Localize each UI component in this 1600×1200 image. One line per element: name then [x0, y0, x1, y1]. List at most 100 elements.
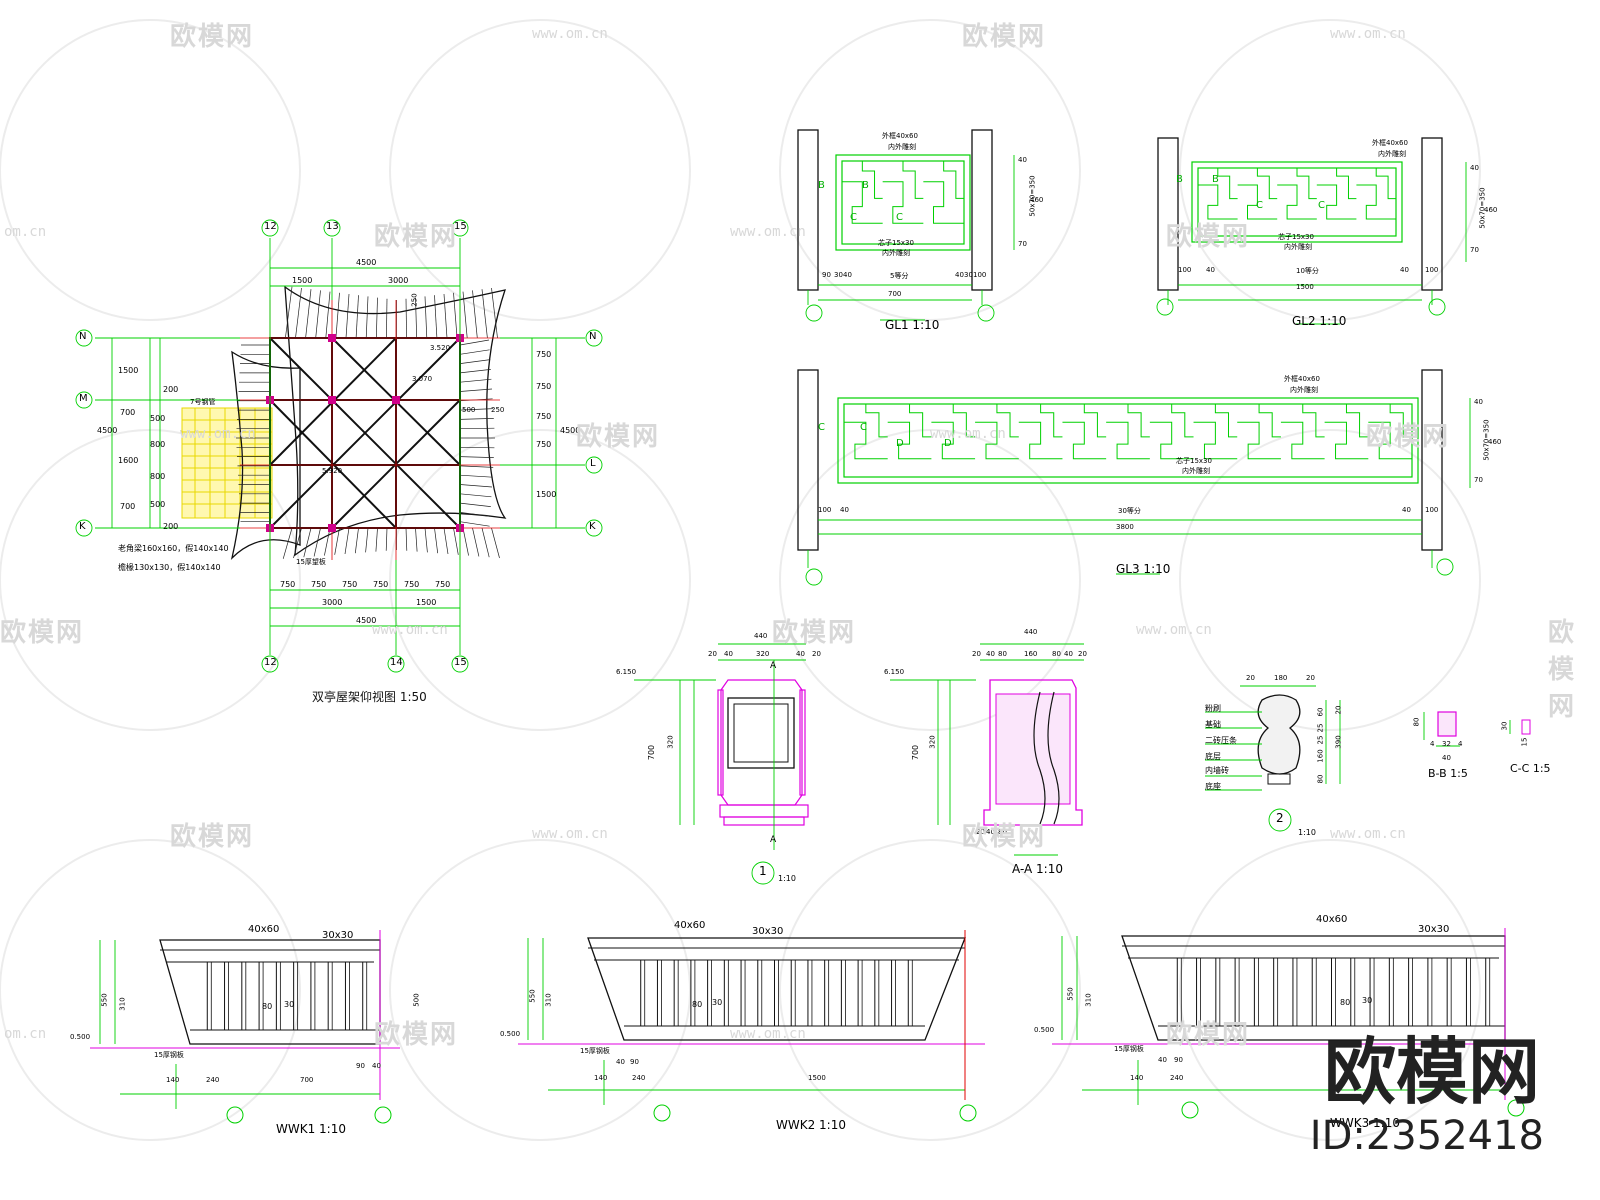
detail-aa-dim-2: 20 [972, 650, 981, 658]
roof-axis-bottom-3: 15 [454, 657, 467, 668]
roof-rafter-hatch [236, 286, 500, 559]
rafter-line [459, 418, 494, 420]
rafter-line [424, 527, 428, 553]
rafter-line [434, 295, 438, 339]
wwk1-dim-8: 40 [372, 1062, 381, 1070]
rafter-line [375, 527, 378, 552]
detail1-dim-2: 20 [708, 650, 717, 658]
gl3-dim-3: 30等分 [1118, 507, 1141, 515]
rafter-line [305, 289, 312, 339]
roof-dim-right-2: 750 [536, 382, 552, 391]
detail2-dim-8: 80 [1316, 774, 1325, 784]
lattice-segment [975, 421, 1019, 460]
wwk3-title: WWK3 1:10 [1330, 1116, 1400, 1130]
roof-dim-right-3: 750 [536, 412, 552, 421]
roof-dim-bottom-9: 4500 [356, 616, 377, 625]
lattice-segment [1345, 404, 1369, 438]
gl1-sec-2: B [862, 180, 869, 191]
lattice-segment [882, 181, 924, 224]
detail-aa-dim-5: 160 [1024, 650, 1038, 658]
roof-dim-right-6: 1500 [536, 490, 557, 499]
wwk-outline [159, 939, 381, 1045]
wwk3-dim-1: 550 [1066, 987, 1075, 1001]
rafter-line [472, 290, 478, 339]
roof-dim-top-a: 1500 [292, 276, 313, 285]
detail1-title: 1 [759, 864, 767, 878]
bb-dim-1: 80 [1412, 717, 1421, 727]
lattice-segment [1316, 184, 1357, 220]
roof-beams [269, 337, 461, 529]
gl1-dim-3: 40 [843, 271, 852, 279]
lattice-segment [1193, 421, 1238, 460]
gl2-sec-2: B [1212, 174, 1219, 185]
lattice-segment [844, 421, 888, 460]
rafter-line [459, 369, 491, 374]
detail-aa-dim-8: 20 [1078, 650, 1087, 658]
wwk2-label-3: 80 [692, 1000, 703, 1009]
roof-dim-bottom-1: 750 [280, 580, 296, 589]
roof-note-3: 15厚望板 [296, 558, 326, 566]
gl1-dim-1: 90 [822, 271, 831, 279]
detail-aa-dim-9: 6.150 [884, 668, 905, 676]
roof-axis-top-3: 15 [454, 221, 467, 232]
rafter-line [365, 296, 369, 339]
brand-id: ID:2352418 [1309, 1113, 1544, 1159]
roof-note-9: 500 [462, 406, 476, 414]
gl1-note-4: 内外雕刻 [882, 249, 910, 257]
gl3-title: GL3 1:10 [1116, 562, 1171, 576]
roof-axis-right-1: N [589, 331, 597, 342]
lattice-segment [902, 161, 924, 199]
lattice-segment [1336, 168, 1357, 200]
lattice-segment [1389, 404, 1412, 438]
roof-stair-hatch [181, 407, 273, 519]
roof-dim-right-4: 750 [536, 440, 552, 449]
wwk2-dim-9: 310 [544, 993, 553, 1007]
detail-2-drawing [1205, 685, 1531, 832]
wwk-axis-bubble [959, 1104, 977, 1122]
gl1-dim-12: 70 [1018, 240, 1027, 248]
roof-note-8: 250 [410, 293, 419, 307]
gl2-title: GL2 1:10 [1292, 314, 1347, 328]
roof-dim-top-total: 4500 [356, 258, 377, 267]
roof-axis-right-3: K [589, 521, 596, 532]
roof-dim-right-1: 750 [536, 350, 552, 359]
detail-aa-drawing [890, 643, 1084, 856]
rafter-line [285, 286, 293, 339]
wwk2-dim-3: 15厚钢板 [580, 1047, 610, 1055]
lattice-segment [861, 161, 883, 199]
lattice-segment [1237, 421, 1281, 460]
wwk3-dim-4: 140 [1130, 1074, 1144, 1082]
rafter-line [405, 298, 407, 339]
roof-note-5: 3.520 [430, 344, 451, 352]
rafter-line [453, 527, 459, 555]
lattice-segment [1277, 184, 1317, 220]
wwk1-dim-4: 140 [166, 1076, 180, 1084]
detail2-layer-1: 粉刷 [1205, 704, 1221, 713]
detail2-layer-6: 底座 [1205, 782, 1221, 791]
rafter-line [335, 292, 340, 339]
wwk2-dim-8: 1500 [808, 1074, 826, 1082]
gl3-dim-2: 40 [840, 506, 849, 514]
gl3-dim-10: 70 [1474, 476, 1483, 484]
roof-axis-bottom-1: 12 [264, 657, 277, 668]
wwk3-dim-8: 310 [1084, 993, 1093, 1007]
railing-dimensions [805, 155, 1471, 586]
detail-1-drawing [634, 643, 809, 885]
lattice-segment [952, 404, 976, 438]
roof-plan-drawing [75, 219, 603, 673]
rafter-line [415, 527, 418, 552]
detail1-dim-5: 40 [796, 650, 805, 658]
detail1-dim-9: 320 [666, 735, 675, 749]
gl1-sec-3: C [850, 212, 857, 223]
detail1-dim-1: 440 [754, 632, 768, 640]
roof-note-7: 5.920 [322, 467, 343, 475]
gl1-note-3: 芯子15x30 [878, 239, 914, 247]
gl3-note-4: 内外雕刻 [1182, 467, 1210, 475]
roof-dim-left-3: 200 [163, 385, 179, 394]
lattice-segment [1368, 421, 1412, 460]
wwk1-dim-5: 240 [206, 1076, 220, 1084]
wwk2-dim-7: 90 [630, 1058, 639, 1066]
rafter-line [459, 427, 495, 430]
gl2-dim-7: 40 [1470, 164, 1479, 172]
